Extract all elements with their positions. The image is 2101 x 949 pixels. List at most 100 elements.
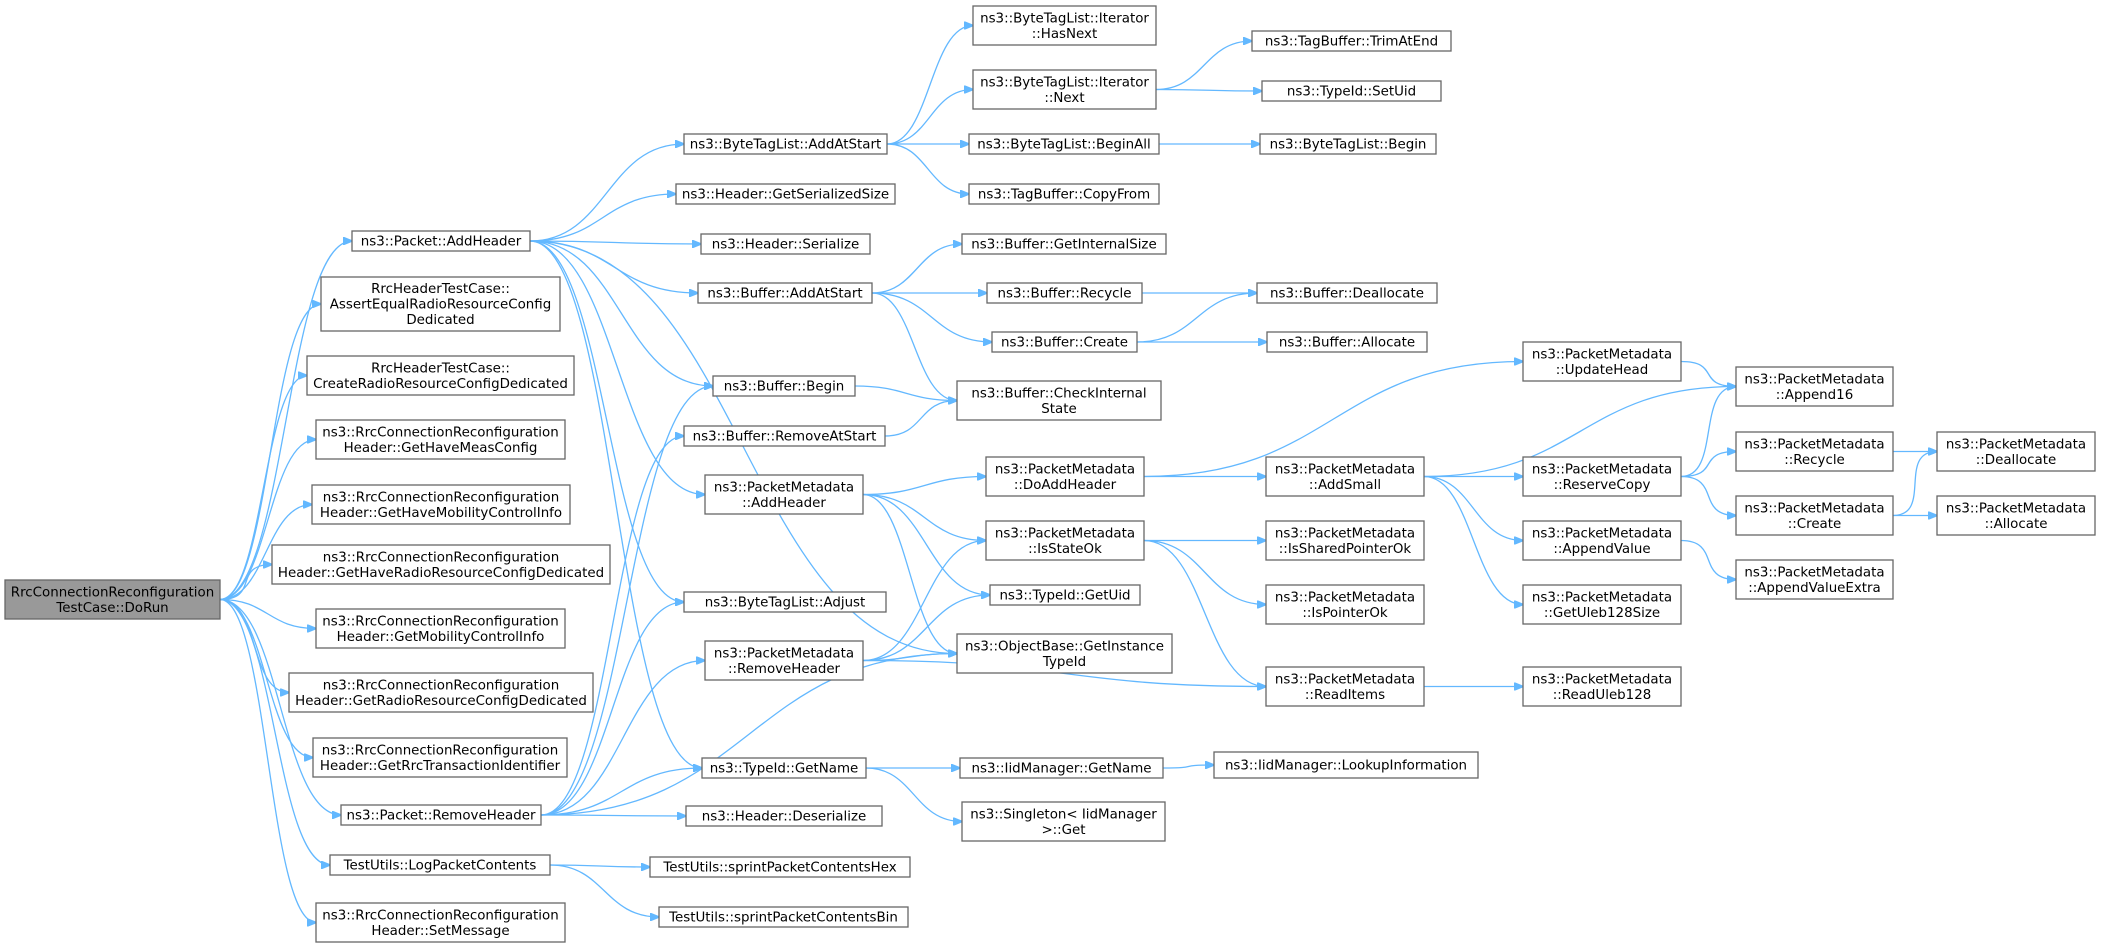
node-pm-allocate[interactable]: ns3::PacketMetadata::Allocate — [1936, 495, 2096, 536]
node-root[interactable]: RrcConnectionReconfigurationTestCase::Do… — [4, 579, 221, 620]
node-pm-append16[interactable]: ns3::PacketMetadata::Append16 — [1735, 366, 1894, 407]
call-edge-pkt-addheader-to-hdr-getsize — [529, 194, 676, 242]
node-typeid-setuid[interactable]: ns3::TypeId::SetUid — [1261, 80, 1442, 102]
node-tu-bin[interactable]: TestUtils::sprintPacketContentsBin — [658, 906, 909, 928]
node-buf-getinternalsize[interactable]: ns3::Buffer::GetInternalSize — [961, 233, 1167, 255]
node-btl-begin[interactable]: ns3::ByteTagList::Begin — [1259, 133, 1437, 155]
node-iid-lookup[interactable]: ns3::IidManager::LookupInformation — [1213, 751, 1479, 779]
call-edge-btl-addatstart-to-it-hasnext — [886, 26, 973, 145]
node-get-have-mob[interactable]: ns3::RrcConnectionReconfigurationHeader:… — [311, 484, 571, 525]
node-box — [340, 804, 542, 826]
node-pm-readuleb[interactable]: ns3::PacketMetadata::ReadUleb128 — [1522, 666, 1682, 707]
node-label: Header::GetHaveMeasConfig — [344, 441, 538, 456]
call-edge-pkt-removeheader-to-btl-adjust — [540, 602, 684, 816]
node-label: ns3::PacketMetadata — [1744, 437, 1884, 452]
node-pm-isstateok[interactable]: ns3::PacketMetadata::IsStateOk — [985, 520, 1145, 561]
node-label: ::AddHeader — [742, 496, 826, 511]
node-it-hasnext[interactable]: ns3::ByteTagList::Iterator::HasNext — [972, 5, 1157, 46]
node-label: ns3::Buffer::AddAtStart — [707, 287, 862, 302]
node-pm-recycle[interactable]: ns3::PacketMetadata::Recycle — [1735, 431, 1894, 472]
node-buf-create[interactable]: ns3::Buffer::Create — [991, 331, 1138, 353]
call-edge-log-pkt-to-tu-hex — [549, 865, 650, 867]
node-label: ns3::RrcConnectionReconfiguration — [323, 490, 559, 505]
node-pkt-removeheader[interactable]: ns3::Packet::RemoveHeader — [340, 804, 542, 826]
node-box — [1735, 431, 1894, 472]
node-pm-getuleb[interactable]: ns3::PacketMetadata::GetUleb128Size — [1522, 584, 1682, 625]
call-edge-pkt-removeheader-to-hdr-deserialize — [540, 815, 686, 816]
node-create-rrcd[interactable]: RrcHeaderTestCase::CreateRadioResourceCo… — [306, 355, 575, 396]
node-box — [961, 233, 1167, 255]
node-pm-readitems[interactable]: ns3::PacketMetadata::ReadItems — [1265, 666, 1425, 707]
node-hdr-deserialize[interactable]: ns3::Header::Deserialize — [685, 805, 883, 827]
node-btl-addatstart[interactable]: ns3::ByteTagList::AddAtStart — [683, 133, 888, 155]
node-label: State — [1041, 402, 1076, 417]
node-iid-getname[interactable]: ns3::IidManager::GetName — [959, 757, 1164, 779]
node-pm-updatehead[interactable]: ns3::PacketMetadata::UpdateHead — [1522, 341, 1682, 382]
call-edge-log-pkt-to-tu-bin — [549, 864, 659, 917]
node-log-pkt[interactable]: TestUtils::LogPacketContents — [329, 854, 551, 876]
node-typeid-getname[interactable]: ns3::TypeId::GetName — [701, 757, 867, 779]
node-box — [311, 484, 571, 525]
node-tu-hex[interactable]: TestUtils::sprintPacketContentsHex — [649, 856, 911, 878]
node-pm-appendvalue[interactable]: ns3::PacketMetadata::AppendValue — [1522, 520, 1682, 561]
node-box — [1251, 30, 1452, 52]
call-edge-pkt-addheader-to-buf-begin — [529, 240, 713, 386]
node-box — [271, 544, 611, 585]
node-label: ::Next — [1044, 91, 1084, 106]
node-buf-begin[interactable]: ns3::Buffer::Begin — [712, 375, 856, 397]
node-btl-adjust[interactable]: ns3::ByteTagList::Adjust — [683, 591, 887, 613]
node-pm-create[interactable]: ns3::PacketMetadata::Create — [1735, 495, 1894, 536]
node-label: ns3::TypeId::GetName — [710, 762, 859, 777]
node-box — [351, 230, 531, 252]
node-pm-reservecopy[interactable]: ns3::PacketMetadata::ReserveCopy — [1522, 456, 1682, 497]
node-pm-removeheader[interactable]: ns3::PacketMetadata::RemoveHeader — [704, 640, 864, 681]
node-singleton-get[interactable]: ns3::Singleton< IidManager >::Get — [961, 801, 1166, 842]
node-tb-trimatend[interactable]: ns3::TagBuffer::TrimAtEnd — [1251, 30, 1452, 52]
node-pm-deallocate[interactable]: ns3::PacketMetadata::Deallocate — [1936, 431, 2096, 472]
node-get-rrcd[interactable]: ns3::RrcConnectionReconfigurationHeader:… — [288, 672, 594, 713]
node-set-message[interactable]: ns3::RrcConnectionReconfigurationHeader:… — [315, 902, 566, 943]
call-edge-pkt-addheader-to-btl-addatstart — [529, 144, 684, 242]
node-label: ::Allocate — [1985, 517, 2048, 532]
node-box — [1256, 282, 1438, 304]
node-buf-removeatstart[interactable]: ns3::Buffer::RemoveAtStart — [683, 425, 886, 447]
node-buf-deallocate[interactable]: ns3::Buffer::Deallocate — [1256, 282, 1438, 304]
node-buf-allocate[interactable]: ns3::Buffer::Allocate — [1266, 331, 1428, 353]
node-label: ::Append16 — [1776, 388, 1853, 403]
node-pm-isptrok[interactable]: ns3::PacketMetadata::IsPointerOk — [1265, 584, 1425, 625]
node-get-have-meas[interactable]: ns3::RrcConnectionReconfigurationHeader:… — [315, 419, 566, 460]
node-pm-addheader[interactable]: ns3::PacketMetadata::AddHeader — [704, 474, 864, 515]
node-get-rti[interactable]: ns3::RrcConnectionReconfigurationHeader:… — [312, 737, 568, 778]
node-box — [1265, 520, 1425, 561]
call-edge-it-next-to-typeid-setuid — [1155, 90, 1262, 92]
node-box — [1522, 456, 1682, 497]
node-label: Header::GetMobilityControlInfo — [337, 630, 545, 645]
node-tb-copyfrom[interactable]: ns3::TagBuffer::CopyFrom — [968, 183, 1160, 205]
node-hdr-getsize[interactable]: ns3::Header::GetSerializedSize — [675, 183, 896, 205]
call-edge-pm-addheader-to-typeid-getuid — [862, 493, 990, 596]
node-box — [959, 757, 1164, 779]
node-label: ns3::ObjectBase::GetInstance — [965, 639, 1164, 654]
node-it-next[interactable]: ns3::ByteTagList::Iterator::Next — [972, 69, 1157, 110]
node-typeid-getuid[interactable]: ns3::TypeId::GetUid — [989, 584, 1141, 606]
node-hdr-serialize[interactable]: ns3::Header::Serialize — [700, 233, 871, 255]
node-get-mob[interactable]: ns3::RrcConnectionReconfigurationHeader:… — [315, 608, 566, 649]
node-pm-doaddheader[interactable]: ns3::PacketMetadata::DoAddHeader — [985, 456, 1145, 497]
call-edge-root-to-get-have-mob — [219, 505, 312, 601]
node-btl-beginall[interactable]: ns3::ByteTagList::BeginAll — [968, 133, 1160, 155]
node-buf-recycle[interactable]: ns3::Buffer::Recycle — [986, 282, 1143, 304]
node-label: ns3::TagBuffer::CopyFrom — [978, 188, 1150, 203]
node-get-have-rrcd[interactable]: ns3::RrcConnectionReconfigurationHeader:… — [271, 544, 611, 585]
node-pm-appendvalueextra[interactable]: ns3::PacketMetadata::AppendValueExtra — [1735, 559, 1894, 600]
node-label: ns3::IidManager::GetName — [971, 762, 1151, 777]
node-pm-addsmall[interactable]: ns3::PacketMetadata::AddSmall — [1265, 456, 1425, 497]
node-label: ::Recycle — [1784, 453, 1845, 468]
node-pm-issharedptr[interactable]: ns3::PacketMetadata::IsSharedPointerOk — [1265, 520, 1425, 561]
node-box — [315, 419, 566, 460]
node-box — [329, 854, 551, 876]
node-assert-equal[interactable]: RrcHeaderTestCase::AssertEqualRadioResou… — [320, 276, 561, 332]
node-pkt-addheader[interactable]: ns3::Packet::AddHeader — [351, 230, 531, 252]
node-buf-addatstart[interactable]: ns3::Buffer::AddAtStart — [697, 282, 873, 304]
